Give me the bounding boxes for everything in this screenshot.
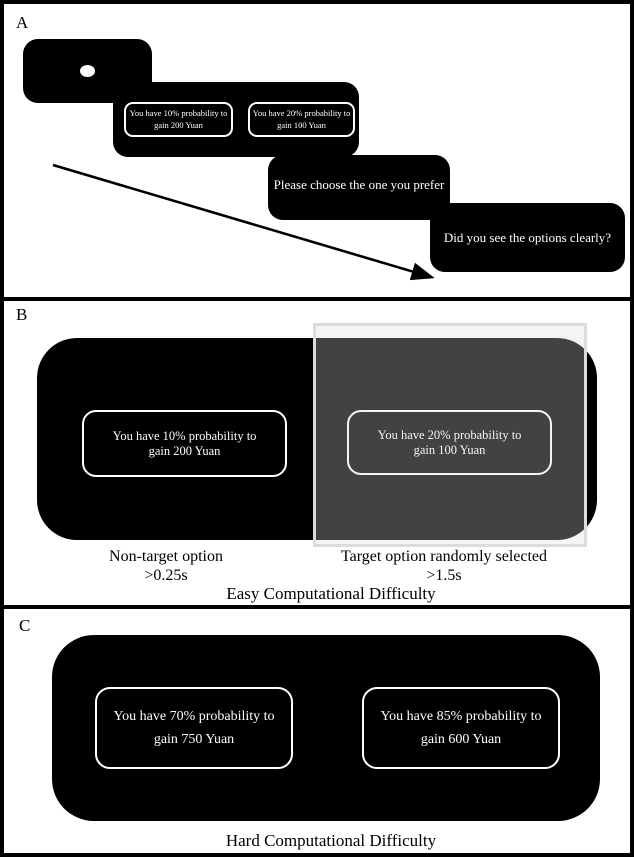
- option-text-line: gain 100 Yuan: [413, 442, 486, 457]
- target-caption: Target option randomly selected >1.5s: [314, 547, 574, 585]
- choice-prompt-screen: Please choose the one you prefer: [268, 155, 450, 220]
- hard-difficulty-caption: Hard Computational Difficulty: [225, 831, 437, 850]
- option-text-line: gain 200 Yuan: [154, 119, 203, 130]
- easy-difficulty-caption: Easy Computational Difficulty: [226, 584, 436, 603]
- option-text-line: You have 85% probability to: [380, 709, 542, 724]
- non-target-caption-line: Non-target option: [109, 548, 223, 565]
- option-box-right-small: You have 20% probability to gain 100 Yua…: [248, 102, 355, 137]
- target-caption-line: Target option randomly selected: [340, 548, 548, 565]
- panel-c-label: C: [19, 616, 31, 635]
- panel-divider-a-b: [0, 297, 634, 301]
- fixation-oval-icon: [80, 65, 95, 77]
- option-box-left-small: You have 10% probability to gain 200 Yua…: [124, 102, 233, 137]
- non-target-caption: Non-target option >0.25s: [36, 547, 296, 585]
- check-prompt-text: Did you see the options clearly?: [443, 229, 612, 245]
- easy-trial-screen: [37, 338, 597, 540]
- option-text-line: gain 100 Yuan: [277, 119, 326, 130]
- option-text-line: You have 20% probability to: [252, 108, 351, 118]
- target-duration: >1.5s: [426, 567, 462, 584]
- easy-option-box-right: You have 20% probability to gain 100 Yua…: [347, 410, 552, 475]
- option-text-line: gain 600 Yuan: [420, 732, 502, 747]
- options-screen: [113, 82, 359, 157]
- option-text-line: You have 20% probability to: [377, 428, 522, 442]
- option-text-line: gain 750 Yuan: [153, 732, 235, 747]
- non-target-duration: >0.25s: [144, 567, 188, 584]
- hard-trial-screen: [52, 635, 600, 821]
- option-text-line: You have 10% probability to: [112, 429, 257, 443]
- hard-option-box-left: You have 70% probability to gain 750 Yua…: [95, 687, 293, 769]
- panel-divider-b-c: [0, 605, 634, 609]
- choice-prompt-text: Please choose the one you prefer: [273, 177, 445, 192]
- panel-b-label: B: [16, 305, 28, 324]
- option-text-line: gain 200 Yuan: [148, 443, 221, 458]
- option-text-line: You have 10% probability to: [129, 108, 228, 118]
- easy-option-box-left: You have 10% probability to gain 200 Yua…: [82, 410, 287, 477]
- check-prompt-screen: Did you see the options clearly?: [430, 203, 625, 272]
- option-text-line: You have 70% probability to: [113, 709, 275, 724]
- hard-option-box-right: You have 85% probability to gain 600 Yua…: [362, 687, 560, 769]
- panel-a-label: A: [16, 13, 29, 32]
- target-highlight-overlay: [313, 323, 587, 547]
